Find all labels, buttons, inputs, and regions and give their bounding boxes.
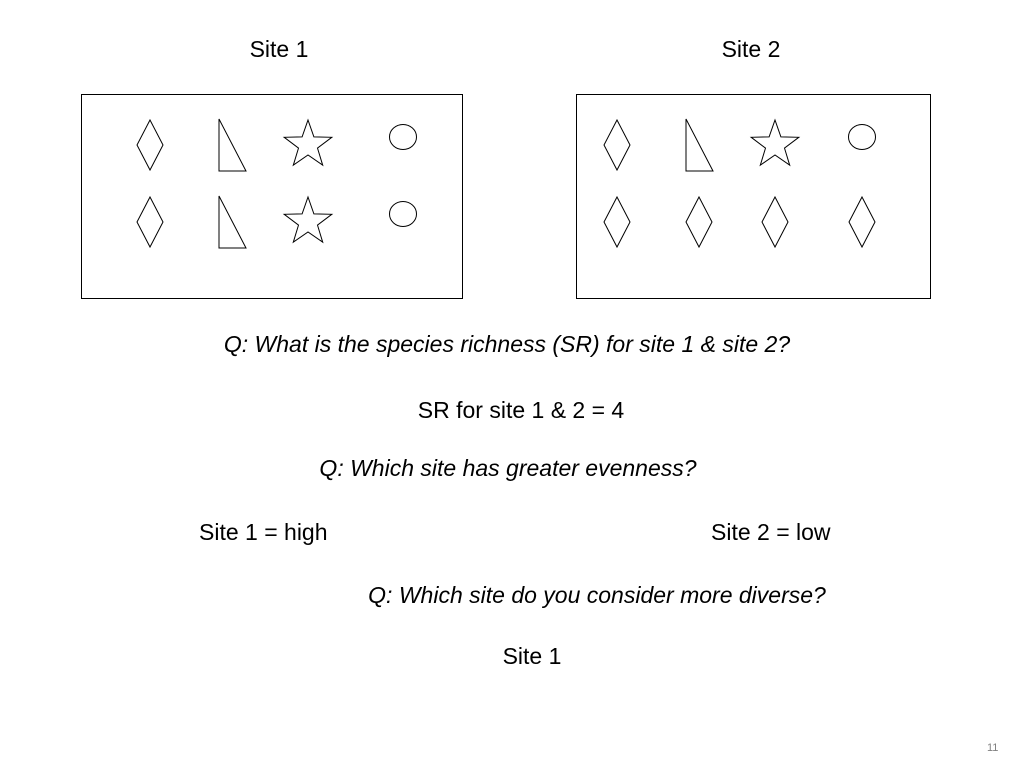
star-icon (749, 118, 801, 167)
answer-site-1-evenness: Site 1 = high (199, 519, 328, 545)
question-diversity: Q: Which site do you consider more diver… (368, 582, 826, 608)
site-2-title: Site 2 (721, 36, 781, 62)
site-1-box (81, 94, 463, 299)
star-icon (282, 118, 334, 167)
site-1-shapes (136, 118, 417, 249)
diamond-icon (848, 195, 876, 249)
answer-diversity: Site 1 (502, 643, 562, 669)
right-triangle-icon (685, 118, 714, 172)
question-evenness: Q: Which site has greater evenness? (319, 455, 697, 481)
diamond-icon (136, 118, 164, 172)
site-1-title: Site 1 (249, 36, 309, 62)
answer-species-richness: SR for site 1 & 2 = 4 (417, 397, 625, 423)
right-triangle-icon (218, 195, 247, 249)
answer-site-2-evenness: Site 2 = low (711, 519, 831, 545)
circle-icon (389, 201, 417, 227)
diamond-icon (136, 195, 164, 249)
diamond-icon (603, 195, 631, 249)
right-triangle-icon (218, 118, 247, 172)
star-icon (282, 195, 334, 244)
site-2-box (576, 94, 931, 299)
diamond-icon (761, 195, 789, 249)
diamond-icon (603, 118, 631, 172)
circle-icon (389, 124, 417, 150)
slide-number: 11 (987, 742, 999, 754)
diamond-icon (685, 195, 713, 249)
circle-icon (848, 124, 876, 150)
question-species-richness: Q: What is the species richness (SR) for… (223, 331, 791, 357)
site-2-shapes (603, 118, 876, 249)
